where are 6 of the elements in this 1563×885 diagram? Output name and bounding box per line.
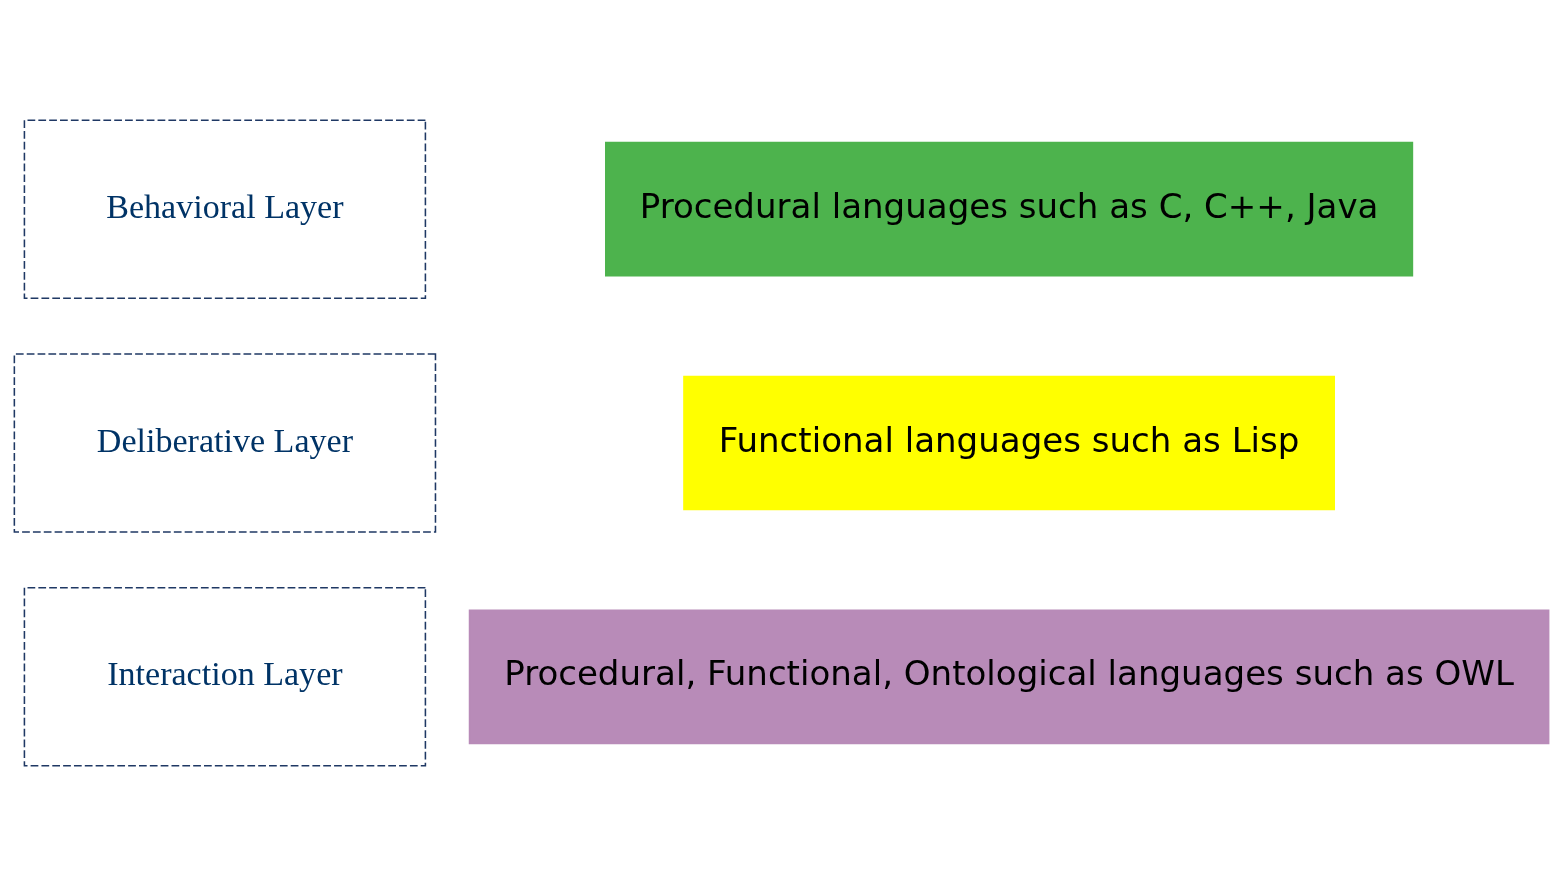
node-box: Interaction Layer <box>23 586 427 767</box>
node-box: Functional languages such as Lisp <box>683 375 1335 510</box>
node-box: Deliberative Layer <box>13 352 437 533</box>
node-box: Behavioral Layer <box>23 118 427 299</box>
node-box: Procedural, Functional, Ontological languages such as OWL <box>468 608 1550 744</box>
node-box: Procedural languages such as C, C++, Java <box>605 141 1414 277</box>
